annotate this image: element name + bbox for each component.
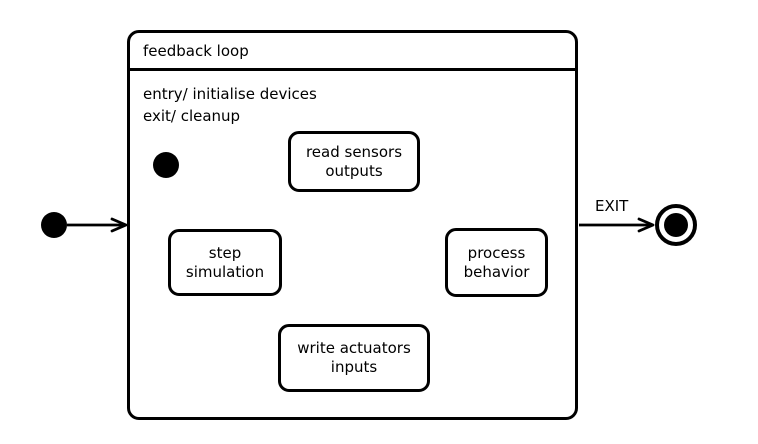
composite-state-actions: entry/ initialise devices exit/ cleanup — [130, 71, 575, 127]
inner-initial-state-icon — [153, 152, 179, 178]
final-state-inner-dot — [664, 213, 688, 237]
state-read-sensors-outputs: read sensors outputs — [288, 131, 420, 192]
state-label: step simulation — [185, 243, 265, 281]
state-write-actuators-inputs: write actuators inputs — [278, 324, 430, 392]
state-label: write actuators inputs — [297, 339, 411, 376]
state-process-behavior: process behavior — [445, 228, 548, 297]
entry-action-text: entry/ initialise devices — [143, 85, 317, 103]
final-state-icon — [655, 204, 697, 246]
exit-transition-label: EXIT — [595, 197, 629, 215]
initial-state-icon — [41, 212, 67, 238]
exit-action-text: exit/ cleanup — [143, 107, 241, 125]
state-step-simulation: step simulation — [168, 229, 282, 296]
state-label: read sensors outputs — [305, 142, 403, 180]
composite-state-title: feedback loop — [130, 33, 575, 71]
state-label: process behavior — [463, 243, 530, 281]
